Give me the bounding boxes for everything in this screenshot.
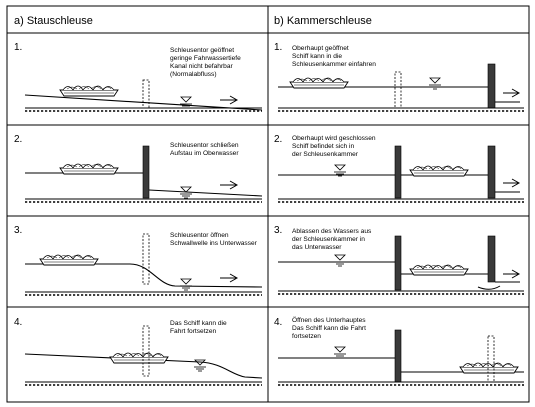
flow-arrow-icon [503, 88, 521, 98]
ship-icon [109, 352, 169, 364]
downstream-water [148, 189, 263, 197]
step-number: 2. [14, 134, 22, 145]
water-level-icon [179, 278, 193, 291]
step-caption: Oberhaupt wird geschlossen Schiff befind… [292, 135, 377, 158]
stauschleuse-step-2: 2. Schleusentor schließen Aufstau im Obe… [14, 134, 263, 203]
upper-gate-open-icon [394, 71, 402, 109]
lower-gate-closed-icon [487, 63, 496, 109]
ship-icon [39, 254, 99, 266]
gate-open-icon [142, 325, 150, 377]
stauschleuse-step-3: 3. Schleusentor öffnen Schwallwelle ins … [14, 225, 263, 296]
stauschleuse-step-4: 4. Das Schiff kann die Fahrt fortsetzen [14, 317, 263, 386]
lower-gate-closed-icon [487, 235, 496, 283]
ship-icon [59, 163, 119, 175]
water-level-icon [333, 254, 347, 267]
step-caption: Öffnen des Unterhauptes Das Schiff kann … [292, 316, 368, 340]
header-kammerschleuse: b) Kammerschleuse [274, 15, 372, 27]
step-number: 1. [274, 42, 282, 53]
step-caption: Das Schiff kann die Fahrt fortsetzen [170, 320, 229, 335]
water-surface [24, 353, 263, 379]
step-number: 4. [274, 317, 282, 328]
ship-icon [459, 362, 519, 374]
kammerschleuse-step-4: 4. Öffnen des Unterhauptes Das Schiff ka… [274, 316, 524, 386]
ship-icon [289, 77, 349, 89]
step-caption: Oberhaupt geöffnet Schiff kann in die Sc… [292, 45, 376, 68]
step-number: 3. [274, 225, 282, 236]
flow-arrow-icon [220, 273, 239, 283]
upper-gate-closed-icon [394, 235, 402, 291]
flow-arrow-icon [220, 95, 239, 105]
kammerschleuse-step-3: 3. Ablassen des Wassers aus der Schleuse… [274, 225, 524, 295]
surge-wave [25, 263, 263, 288]
flow-arrow-icon [503, 269, 521, 279]
gate-open-icon [142, 233, 150, 285]
upper-gate-closed-icon [394, 145, 402, 199]
water-level-icon [179, 96, 193, 109]
step-number: 3. [14, 225, 22, 236]
gate-open-icon [142, 79, 150, 109]
gate-closed-icon [142, 145, 150, 199]
lower-gate-open-icon [487, 335, 495, 383]
flow-arrow-icon [503, 178, 521, 188]
step-caption: Schleusentor geöffnet geringe Fahrwasser… [170, 47, 243, 78]
kammerschleuse-step-1: 1. Oberhaupt geöffnet Schiff kann in die… [274, 42, 524, 112]
step-caption: Schleusentor öffnen Schwallwelle ins Unt… [170, 232, 258, 247]
stauschleuse-step-1: 1. Schleusentor geöffnet geringe Fahrwas… [14, 42, 263, 112]
step-number: 4. [14, 317, 22, 328]
ship-icon [409, 165, 469, 177]
step-number: 1. [14, 42, 22, 53]
flow-arrow-icon [220, 180, 239, 190]
water-level-icon [333, 346, 347, 359]
step-caption: Schleusentor schließen Aufstau im Oberwa… [170, 142, 240, 157]
outflow-icon [477, 285, 501, 290]
kammerschleuse-step-2: 2. Oberhaupt wird geschlossen Schiff bef… [274, 134, 524, 203]
water-surface [24, 94, 263, 111]
water-level-icon [333, 164, 347, 177]
header-stauschleuse: a) Stauschleuse [14, 15, 93, 27]
step-number: 2. [274, 134, 282, 145]
upper-gate-closed-icon [394, 329, 402, 383]
lower-gate-closed-icon [487, 145, 496, 199]
step-caption: Ablassen des Wassers aus der Schleusenka… [292, 228, 373, 251]
ship-icon [59, 85, 119, 97]
ship-icon [409, 264, 469, 276]
